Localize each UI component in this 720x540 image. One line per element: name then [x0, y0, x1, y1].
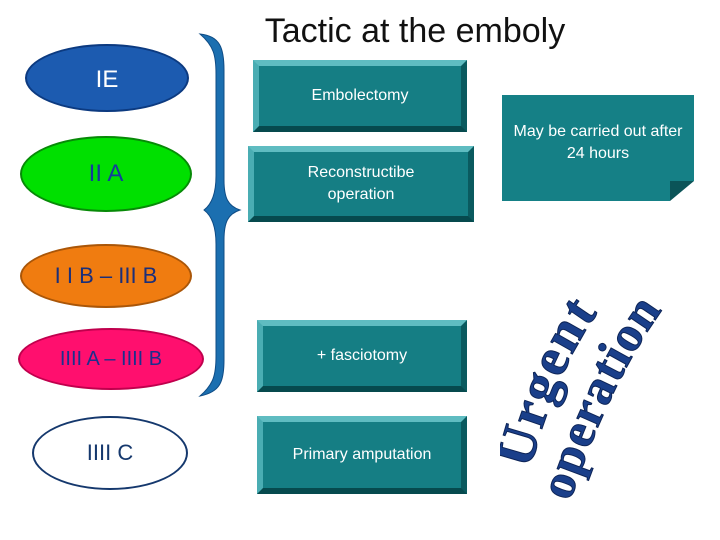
grouping-brace	[198, 33, 242, 397]
stage-iiiia-iiiib: IIII A – IIII B	[18, 328, 204, 390]
action-reconstructive: Reconstructibe operation	[248, 146, 474, 222]
stage-iia-label: II A	[88, 160, 124, 187]
slide-title: Tactic at the emboly	[264, 12, 566, 50]
action-fasciotomy: + fasciotomy	[257, 320, 467, 392]
action-embolectomy: Embolectomy	[253, 60, 467, 132]
stage-ie: IE	[25, 44, 189, 112]
stage-iiiic: IIII C	[32, 416, 188, 490]
action-amputation-label: Primary amputation	[292, 446, 432, 463]
action-amputation: Primary amputation	[257, 416, 467, 494]
stage-iiiia-iiiib-label: IIII A – IIII B	[59, 347, 163, 370]
note-text: May be carried out after 24 hours	[513, 123, 683, 162]
stage-iiiic-label: IIII C	[86, 440, 134, 465]
note-box: May be carried out after 24 hours	[502, 95, 694, 201]
stage-iia: II A	[20, 136, 192, 212]
urgent-operation-wordart: Urgent operation	[500, 283, 671, 505]
stage-iib-iiib-label: I I B – III B	[54, 263, 158, 288]
stage-iib-iiib: I I B – III B	[20, 244, 192, 308]
action-reconstructive-label: Reconstructibe operation	[307, 164, 415, 203]
action-embolectomy-label: Embolectomy	[311, 87, 409, 104]
note-fold-corner	[670, 181, 694, 201]
stage-ie-label: IE	[95, 66, 119, 93]
action-fasciotomy-label: + fasciotomy	[316, 347, 408, 364]
